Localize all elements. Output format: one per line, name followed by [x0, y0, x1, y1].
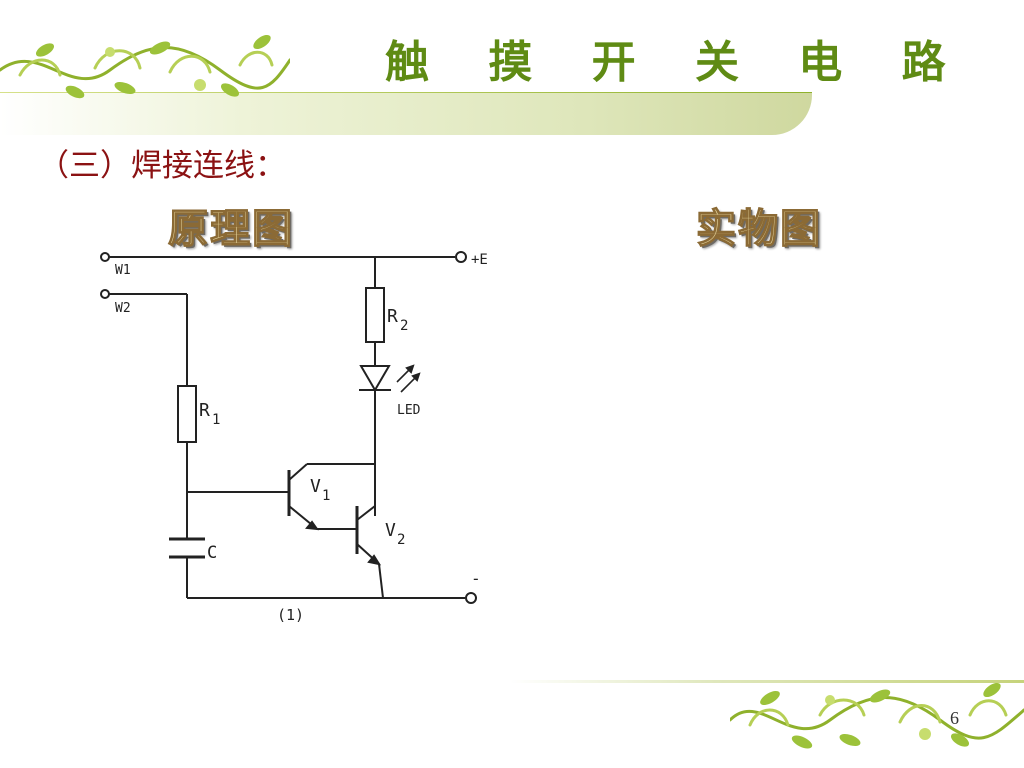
- header-band: [0, 93, 812, 135]
- figure-number: (1): [277, 606, 304, 624]
- label-r1-subscript: 1: [212, 412, 220, 428]
- led-symbol: [359, 364, 421, 393]
- terminal-ground: [465, 592, 477, 604]
- resistor-r2: [365, 287, 385, 343]
- label-c: C: [207, 543, 217, 563]
- terminal-w1: [100, 252, 110, 262]
- section-heading: （三）焊接连线：: [38, 148, 286, 184]
- label-v1-subscript: 1: [322, 488, 330, 504]
- slide-title: 触 摸 开 关 电 路: [385, 37, 968, 88]
- label-v2: V: [385, 520, 396, 541]
- terminal-plus-e: [455, 251, 467, 263]
- label-v2-subscript: 2: [397, 532, 405, 548]
- transistor-v2: [355, 505, 382, 566]
- page-number: 6: [950, 708, 959, 728]
- label-w1: W1: [115, 263, 131, 278]
- label-plus-e: +E: [471, 252, 488, 268]
- transistor-v1: [287, 463, 320, 531]
- floral-vine-ornament-bottom: [730, 682, 1024, 749]
- label-w2: W2: [115, 301, 131, 316]
- label-led: LED: [397, 403, 421, 418]
- footer-rule: [510, 680, 1024, 683]
- resistor-r1: [177, 385, 197, 443]
- circuit-wires: [109, 256, 465, 599]
- floral-vine-ornament: [0, 34, 290, 99]
- label-minus: -: [471, 569, 481, 588]
- terminal-w2: [100, 289, 110, 299]
- label-r1: R: [199, 400, 210, 421]
- label-v1: V: [310, 476, 321, 497]
- physical-photo-label: 实物图: [695, 205, 822, 252]
- touch-switch-schematic: W1 W2 +E R 1 R 2 LED V 1 V 2 C - (1): [100, 251, 488, 624]
- label-r2-subscript: 2: [400, 318, 408, 334]
- schematic-label: 原理图: [167, 205, 294, 252]
- capacitor-c: [169, 537, 205, 559]
- label-r2: R: [387, 306, 398, 327]
